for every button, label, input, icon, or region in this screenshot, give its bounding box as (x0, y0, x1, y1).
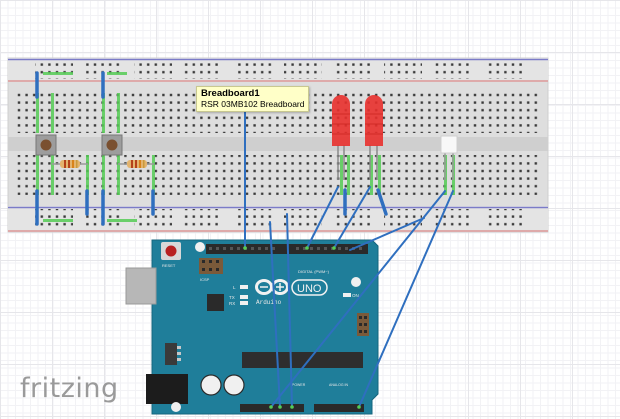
led-red-2[interactable] (365, 95, 383, 180)
uno-badge (291, 279, 328, 296)
led-l-label: L (233, 285, 236, 290)
breadboard[interactable] (7, 57, 549, 233)
usb-chip (207, 294, 224, 311)
digital-label: DIGITAL (PWM~) (298, 269, 330, 274)
tooltip-title: Breadboard1 (201, 88, 260, 99)
wire[interactable] (286, 213, 293, 408)
wire[interactable] (270, 190, 446, 408)
power-label: POWER (292, 383, 306, 387)
pushbutton-1[interactable] (35, 134, 57, 156)
reset-button-icon (165, 245, 177, 257)
wires (244, 107, 454, 408)
center-channel (8, 137, 548, 151)
pushbutton-cap-icon (40, 139, 52, 151)
uno-text: UNO (297, 283, 322, 295)
wire[interactable] (349, 217, 425, 251)
wire[interactable] (358, 190, 454, 408)
led-rx-label: RX (229, 301, 235, 306)
part-tooltip: Breadboard1 RSR 03MB102 Breadboard (196, 86, 310, 112)
wire-endpoints (243, 246, 361, 409)
capacitor-2 (223, 374, 245, 396)
pushbutton-cap-icon (106, 139, 118, 151)
mounting-hole (171, 402, 181, 412)
wire[interactable] (306, 186, 339, 249)
terminal-strip-bottom (16, 155, 540, 195)
analog-label: ANALOG IN (329, 383, 349, 387)
resistor-1[interactable] (52, 160, 88, 168)
bottom-rail-holes (35, 209, 522, 226)
analog-header (314, 404, 364, 412)
arduino-logo-symbols (260, 283, 284, 291)
wire[interactable] (269, 221, 281, 408)
tooltip-subtitle: RSR 03MB102 Breadboard (201, 99, 305, 109)
led-red-1[interactable] (332, 95, 350, 180)
onboard-led-rx (240, 301, 248, 305)
voltage-regulator (165, 343, 177, 365)
wire[interactable] (333, 186, 371, 249)
onboard-led-l (240, 285, 248, 289)
arduino-logo-icon (255, 279, 289, 295)
fritzing-logo: fritzing (20, 373, 119, 404)
led-white[interactable] (440, 135, 458, 180)
mounting-hole (351, 277, 361, 287)
breadboard-jumpers[interactable] (35, 71, 388, 226)
power-jack (146, 374, 188, 404)
resistor-2[interactable] (118, 160, 154, 168)
icsp2-header (357, 313, 369, 336)
led-on-label: ON (352, 293, 359, 298)
reset-label: RESET (162, 263, 176, 268)
led-tx-label: TX (229, 295, 235, 300)
arduino-brand-text: Arduino (256, 299, 282, 306)
icsp-label: ICSP (200, 277, 210, 282)
capacitor-1 (200, 374, 222, 396)
arduino-uno[interactable]: RESET ICSP DIGITAL (PWM~) L TX RX ON Ard… (125, 239, 379, 415)
onboard-led-on (343, 293, 351, 297)
onboard-led-tx (240, 295, 248, 299)
mounting-hole (195, 242, 205, 252)
usb-port (125, 267, 157, 305)
jumper-wire[interactable] (376, 188, 388, 216)
atmega-chip (242, 352, 363, 368)
pushbutton-2[interactable] (101, 134, 123, 156)
